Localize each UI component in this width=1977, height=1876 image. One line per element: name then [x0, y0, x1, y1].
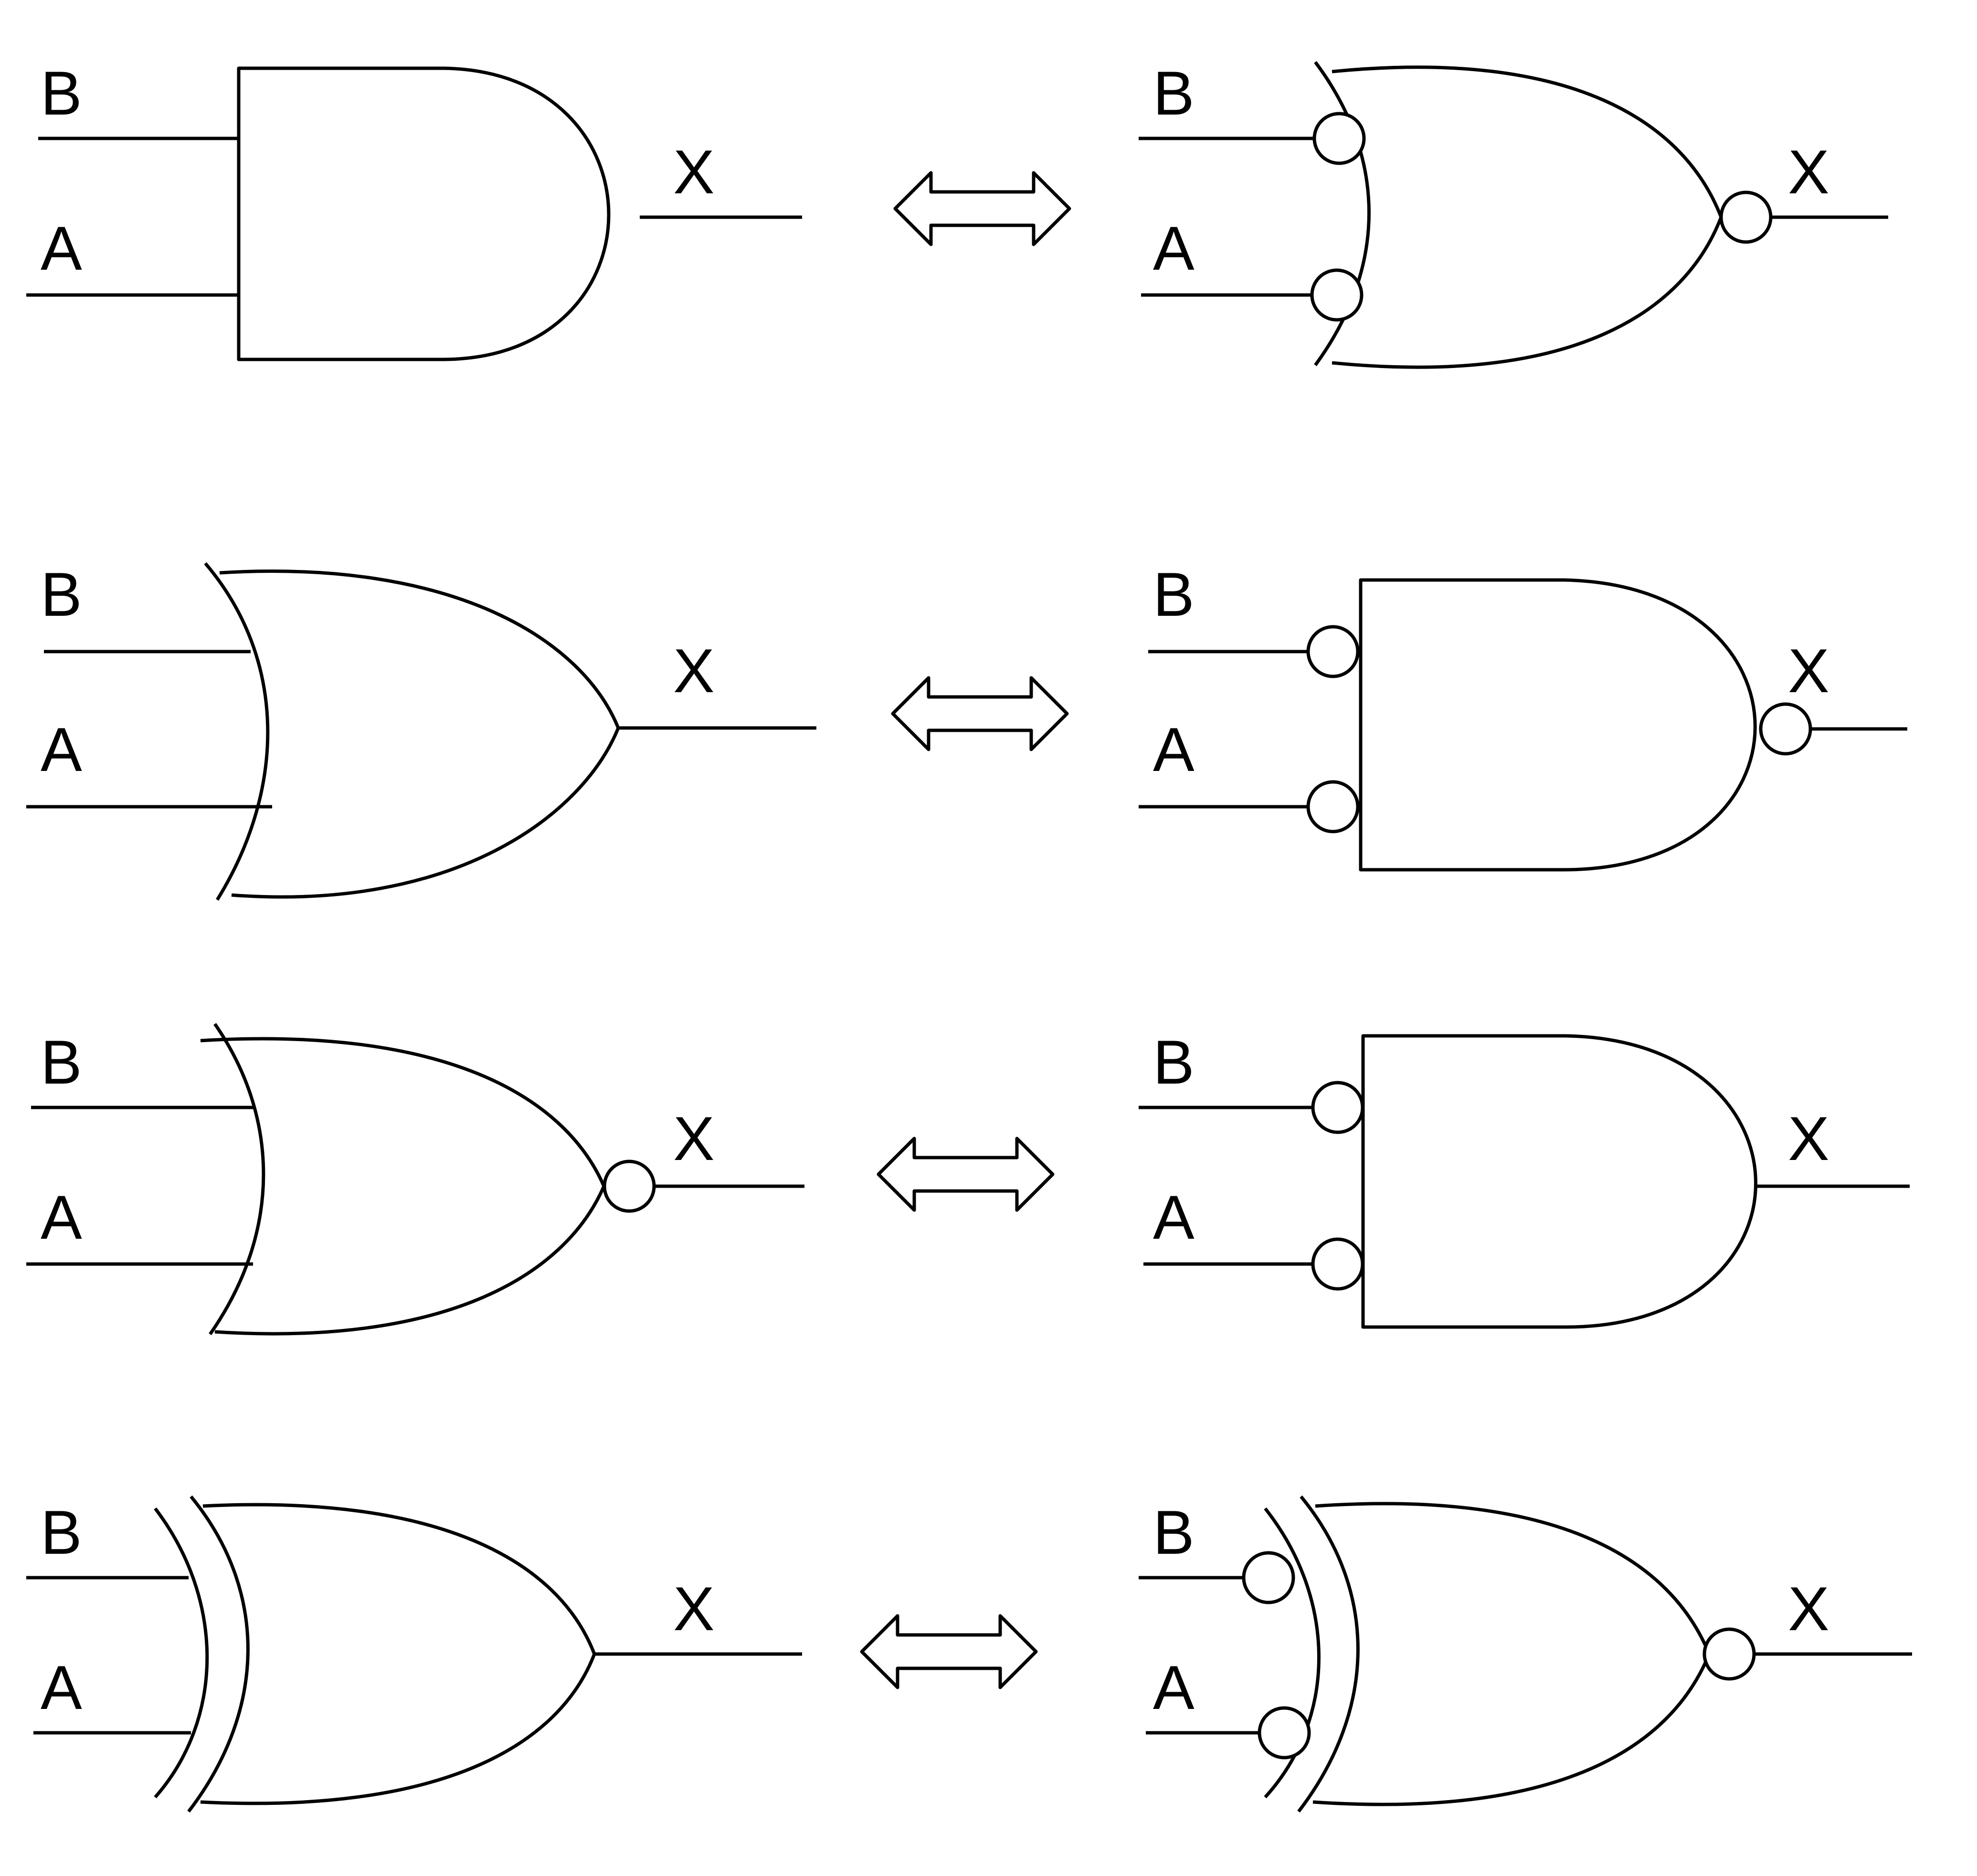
- xor-gate-r4-left: B A X: [26, 1495, 802, 1813]
- input-b-label: B: [41, 58, 82, 128]
- xnor-gate-body: [1312, 1502, 1711, 1806]
- input-b-inversion-bubble: [1242, 1551, 1295, 1604]
- or-gate-r2-left: B A X: [26, 559, 816, 901]
- nand-gate-r2-right: B A X: [1139, 559, 1907, 872]
- and-gate-r1-left: B A X: [26, 58, 802, 361]
- double-headed-arrow-icon: [860, 1614, 1038, 1689]
- nor-gate-r1-right: B A X: [1139, 58, 1888, 369]
- input-b-label: B: [41, 1027, 82, 1097]
- input-a-inversion-bubble: [1306, 780, 1360, 833]
- or-gate-back-curve: [209, 1023, 265, 1336]
- input-b-inversion-bubble: [1311, 1081, 1364, 1134]
- row-3: B A X B A X: [26, 1023, 1910, 1336]
- double-headed-arrow-icon: [877, 1137, 1055, 1212]
- xor-gate-extra-curve: [154, 1507, 209, 1799]
- input-a-label: A: [1153, 715, 1195, 784]
- row-2: B A X B A X: [26, 559, 1907, 901]
- input-b-label: B: [1153, 1497, 1195, 1567]
- input-a-label: A: [41, 1182, 82, 1252]
- input-b-label: B: [41, 559, 82, 629]
- xnor-gate-extra-curve: [1264, 1507, 1321, 1799]
- nand-gate-body: [1359, 578, 1757, 872]
- output-label: X: [1788, 1104, 1829, 1173]
- input-a-label: A: [41, 213, 82, 283]
- double-headed-arrow-icon: [893, 171, 1071, 246]
- or-gate-back-curve: [1314, 61, 1371, 367]
- output-label: X: [1788, 137, 1829, 207]
- or-gate-back-curve: [187, 1495, 250, 1813]
- input-a-label: A: [41, 715, 82, 784]
- input-b-label: B: [41, 1497, 82, 1567]
- and-gate-body: [237, 66, 611, 361]
- input-b-inversion-bubble: [1306, 625, 1360, 678]
- input-a-label: A: [1153, 1182, 1195, 1252]
- output-label: X: [673, 137, 715, 207]
- output-label: X: [1788, 636, 1829, 706]
- or-gate-body: [219, 569, 620, 899]
- row-4: B A X B A X: [26, 1495, 1912, 1813]
- input-a-label: A: [41, 1653, 82, 1722]
- input-b-label: B: [1153, 559, 1195, 629]
- input-b-inversion-bubble: [1312, 112, 1366, 165]
- row-1: B A X B A X: [26, 58, 1888, 369]
- output-label: X: [673, 1574, 715, 1644]
- output-label: X: [673, 636, 715, 706]
- input-a-label: A: [1153, 213, 1195, 283]
- input-b-label: B: [1153, 1027, 1195, 1097]
- output-inversion-bubble: [1702, 1627, 1756, 1681]
- output-inversion-bubble: [1719, 190, 1773, 244]
- output-label: X: [1788, 1574, 1829, 1644]
- nor-gate-r3-left: B A X: [26, 1023, 804, 1336]
- double-headed-arrow-icon: [891, 676, 1069, 751]
- input-a-inversion-bubble: [1258, 1706, 1311, 1760]
- input-b-label: B: [1153, 58, 1195, 128]
- and-gate-r3-right: B A X: [1139, 1027, 1910, 1329]
- and-gate-body: [1361, 1034, 1757, 1329]
- input-a-inversion-bubble: [1311, 1237, 1364, 1291]
- nor-gate-body: [1332, 65, 1723, 369]
- xor-gate-body: [200, 1503, 596, 1805]
- or-gate-back-curve: [1297, 1495, 1360, 1813]
- input-a-label: A: [1153, 1653, 1195, 1722]
- output-inversion-bubble: [1759, 702, 1812, 756]
- or-gate-back-curve: [204, 562, 270, 901]
- output-label: X: [673, 1104, 715, 1173]
- xnor-gate-r4-right: B A X: [1139, 1495, 1912, 1813]
- output-inversion-bubble: [603, 1159, 656, 1213]
- nor-gate-body: [200, 1037, 606, 1336]
- input-a-inversion-bubble: [1310, 268, 1364, 322]
